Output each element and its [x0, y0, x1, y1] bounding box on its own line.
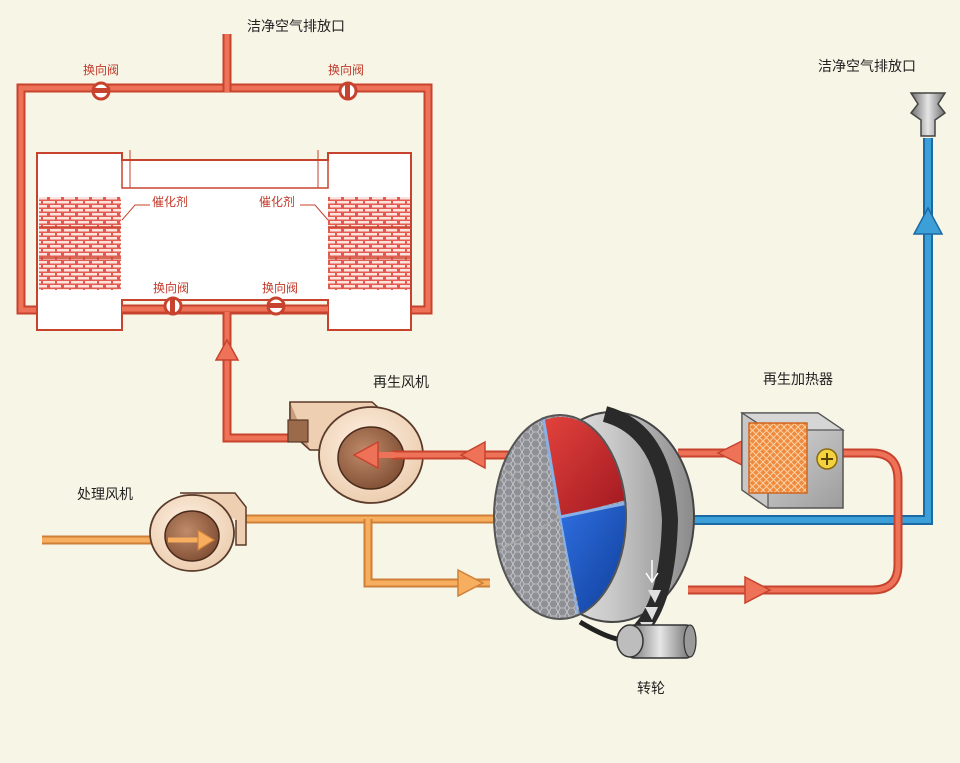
rotor-label: 转轮 [637, 681, 665, 697]
process-air-pipe [42, 504, 542, 598]
right-arrow-icon [457, 568, 485, 598]
valve-label: 换向阀 [262, 281, 299, 295]
reversing-valve-icon[interactable] [91, 81, 111, 101]
rotor-wheel[interactable] [493, 406, 695, 636]
up-arrow-icon [214, 338, 240, 361]
regen-hot-loop [678, 439, 903, 605]
catalytic-chamber [16, 34, 433, 331]
catalyst-label: 催化剂 [259, 195, 296, 209]
drive-motor [578, 619, 697, 659]
left-arrow-icon [459, 440, 486, 470]
left-arrow-icon [716, 439, 743, 467]
regen-fan-label: 再生风机 [373, 375, 429, 391]
process-fan[interactable] [149, 492, 247, 572]
valve-label: 换向阀 [83, 63, 120, 77]
up-arrow-icon [912, 206, 944, 235]
catalyst-label: 催化剂 [152, 195, 189, 209]
regen-supply-pipe [214, 312, 290, 443]
catalyst-bed-left [39, 197, 121, 290]
right-arrow-icon [197, 528, 216, 552]
reversing-valve-icon[interactable] [338, 81, 358, 101]
clean-air-outlet-label-top: 洁净空气排放口 [247, 19, 345, 35]
reversing-valve-icon[interactable] [266, 296, 286, 316]
valve-label: 换向阀 [153, 281, 190, 295]
clean-air-pipe [690, 138, 944, 525]
exhaust-stack-icon [909, 92, 947, 137]
valve-label: 换向阀 [328, 63, 365, 77]
regen-heater[interactable] [739, 411, 845, 510]
right-arrow-icon [744, 575, 772, 605]
catalyst-bed-right [328, 197, 410, 290]
process-fan-label: 处理风机 [77, 487, 133, 503]
clean-air-outlet-label-right: 洁净空气排放口 [818, 59, 916, 75]
reversing-valve-icon[interactable] [163, 296, 183, 316]
regen-heater-label: 再生加热器 [763, 372, 833, 388]
left-arrow-icon [352, 440, 379, 470]
